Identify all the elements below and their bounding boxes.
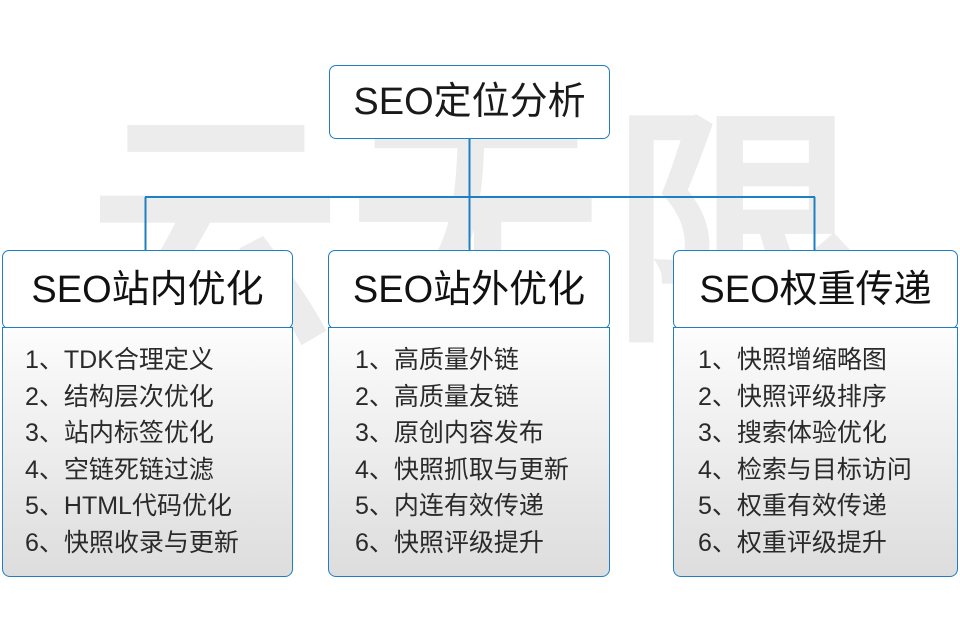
list-item: 3、搜索体验优化 (698, 419, 887, 448)
list-item: 5、HTML代码优化 (25, 492, 232, 521)
list-item: 5、内连有效传递 (355, 492, 544, 521)
list-item: 6、权重评级提升 (698, 528, 887, 557)
branch-header-seo-offsite[interactable]: SEO站外优化 (328, 250, 610, 329)
list-item: 4、快照抓取与更新 (355, 455, 569, 484)
branch-body-seo-weight: 1、快照增缩略图 2、快照评级排序 3、搜索体验优化 4、检索与目标访问 5、权… (673, 327, 958, 578)
branch-header-seo-weight[interactable]: SEO权重传递 (673, 250, 958, 329)
branch-header-seo-onsite[interactable]: SEO站内优化 (2, 250, 293, 329)
list-item: 6、快照收录与更新 (25, 528, 239, 557)
branch-column-seo-offsite: SEO站外优化 1、高质量外链 2、高质量友链 3、原创内容发布 4、快照抓取与… (328, 250, 610, 578)
list-item: 5、权重有效传递 (698, 492, 887, 521)
list-item: 4、空链死链过滤 (25, 455, 214, 484)
root-node[interactable]: SEO定位分析 (329, 65, 610, 139)
root-node-title: SEO定位分析 (353, 81, 586, 123)
list-item: 6、快照评级提升 (355, 528, 544, 557)
branch-title: SEO权重传递 (699, 268, 932, 311)
list-item: 2、高质量友链 (355, 382, 519, 411)
list-item: 1、快照增缩略图 (698, 346, 887, 375)
list-item: 1、TDK合理定义 (25, 346, 214, 375)
list-item: 3、站内标签优化 (25, 419, 214, 448)
branch-column-seo-weight: SEO权重传递 1、快照增缩略图 2、快照评级排序 3、搜索体验优化 4、检索与… (673, 250, 958, 578)
branch-column-seo-onsite: SEO站内优化 1、TDK合理定义 2、结构层次优化 3、站内标签优化 4、空链… (2, 250, 293, 578)
list-item: 1、高质量外链 (355, 346, 519, 375)
list-item: 4、检索与目标访问 (698, 455, 912, 484)
branch-title: SEO站外优化 (352, 268, 586, 311)
list-item: 2、结构层次优化 (25, 382, 214, 411)
branch-body-seo-offsite: 1、高质量外链 2、高质量友链 3、原创内容发布 4、快照抓取与更新 5、内连有… (328, 327, 610, 578)
list-item: 3、原创内容发布 (355, 419, 544, 448)
branch-body-seo-onsite: 1、TDK合理定义 2、结构层次优化 3、站内标签优化 4、空链死链过滤 5、H… (2, 327, 293, 578)
list-item: 2、快照评级排序 (698, 382, 887, 411)
branch-title: SEO站内优化 (31, 268, 264, 311)
